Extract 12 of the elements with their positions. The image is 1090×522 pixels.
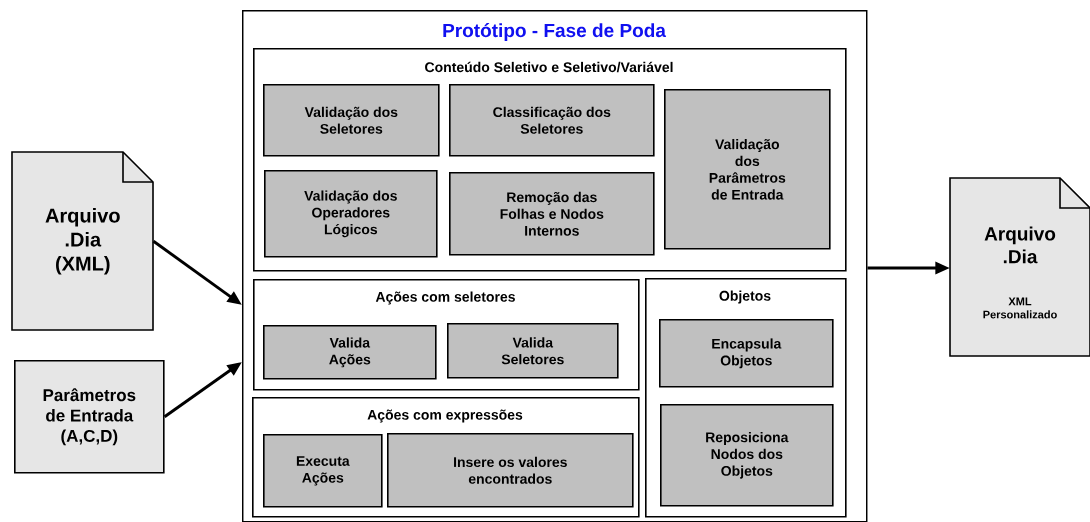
- process-box: Valida Seletores: [447, 323, 619, 379]
- process-box: Executa Ações: [263, 434, 383, 508]
- process-box: Reposiciona Nodos dos Objetos: [660, 404, 834, 507]
- process-box: Insere os valores encontrados: [387, 433, 634, 508]
- process-box: Classificação dos Seletores: [449, 84, 655, 157]
- process-box: Validação dos Seletores: [263, 84, 440, 157]
- process-box: Parâmetros de Entrada (A,C,D): [14, 360, 165, 474]
- process-box: Validação dos Parâmetros de Entrada: [664, 89, 831, 250]
- process-box: Remoção das Folhas e Nodos Internos: [449, 172, 655, 256]
- process-box: Valida Ações: [263, 325, 437, 380]
- process-box: Validação dos Operadores Lógicos: [264, 170, 438, 258]
- process-box: Encapsula Objetos: [659, 319, 834, 388]
